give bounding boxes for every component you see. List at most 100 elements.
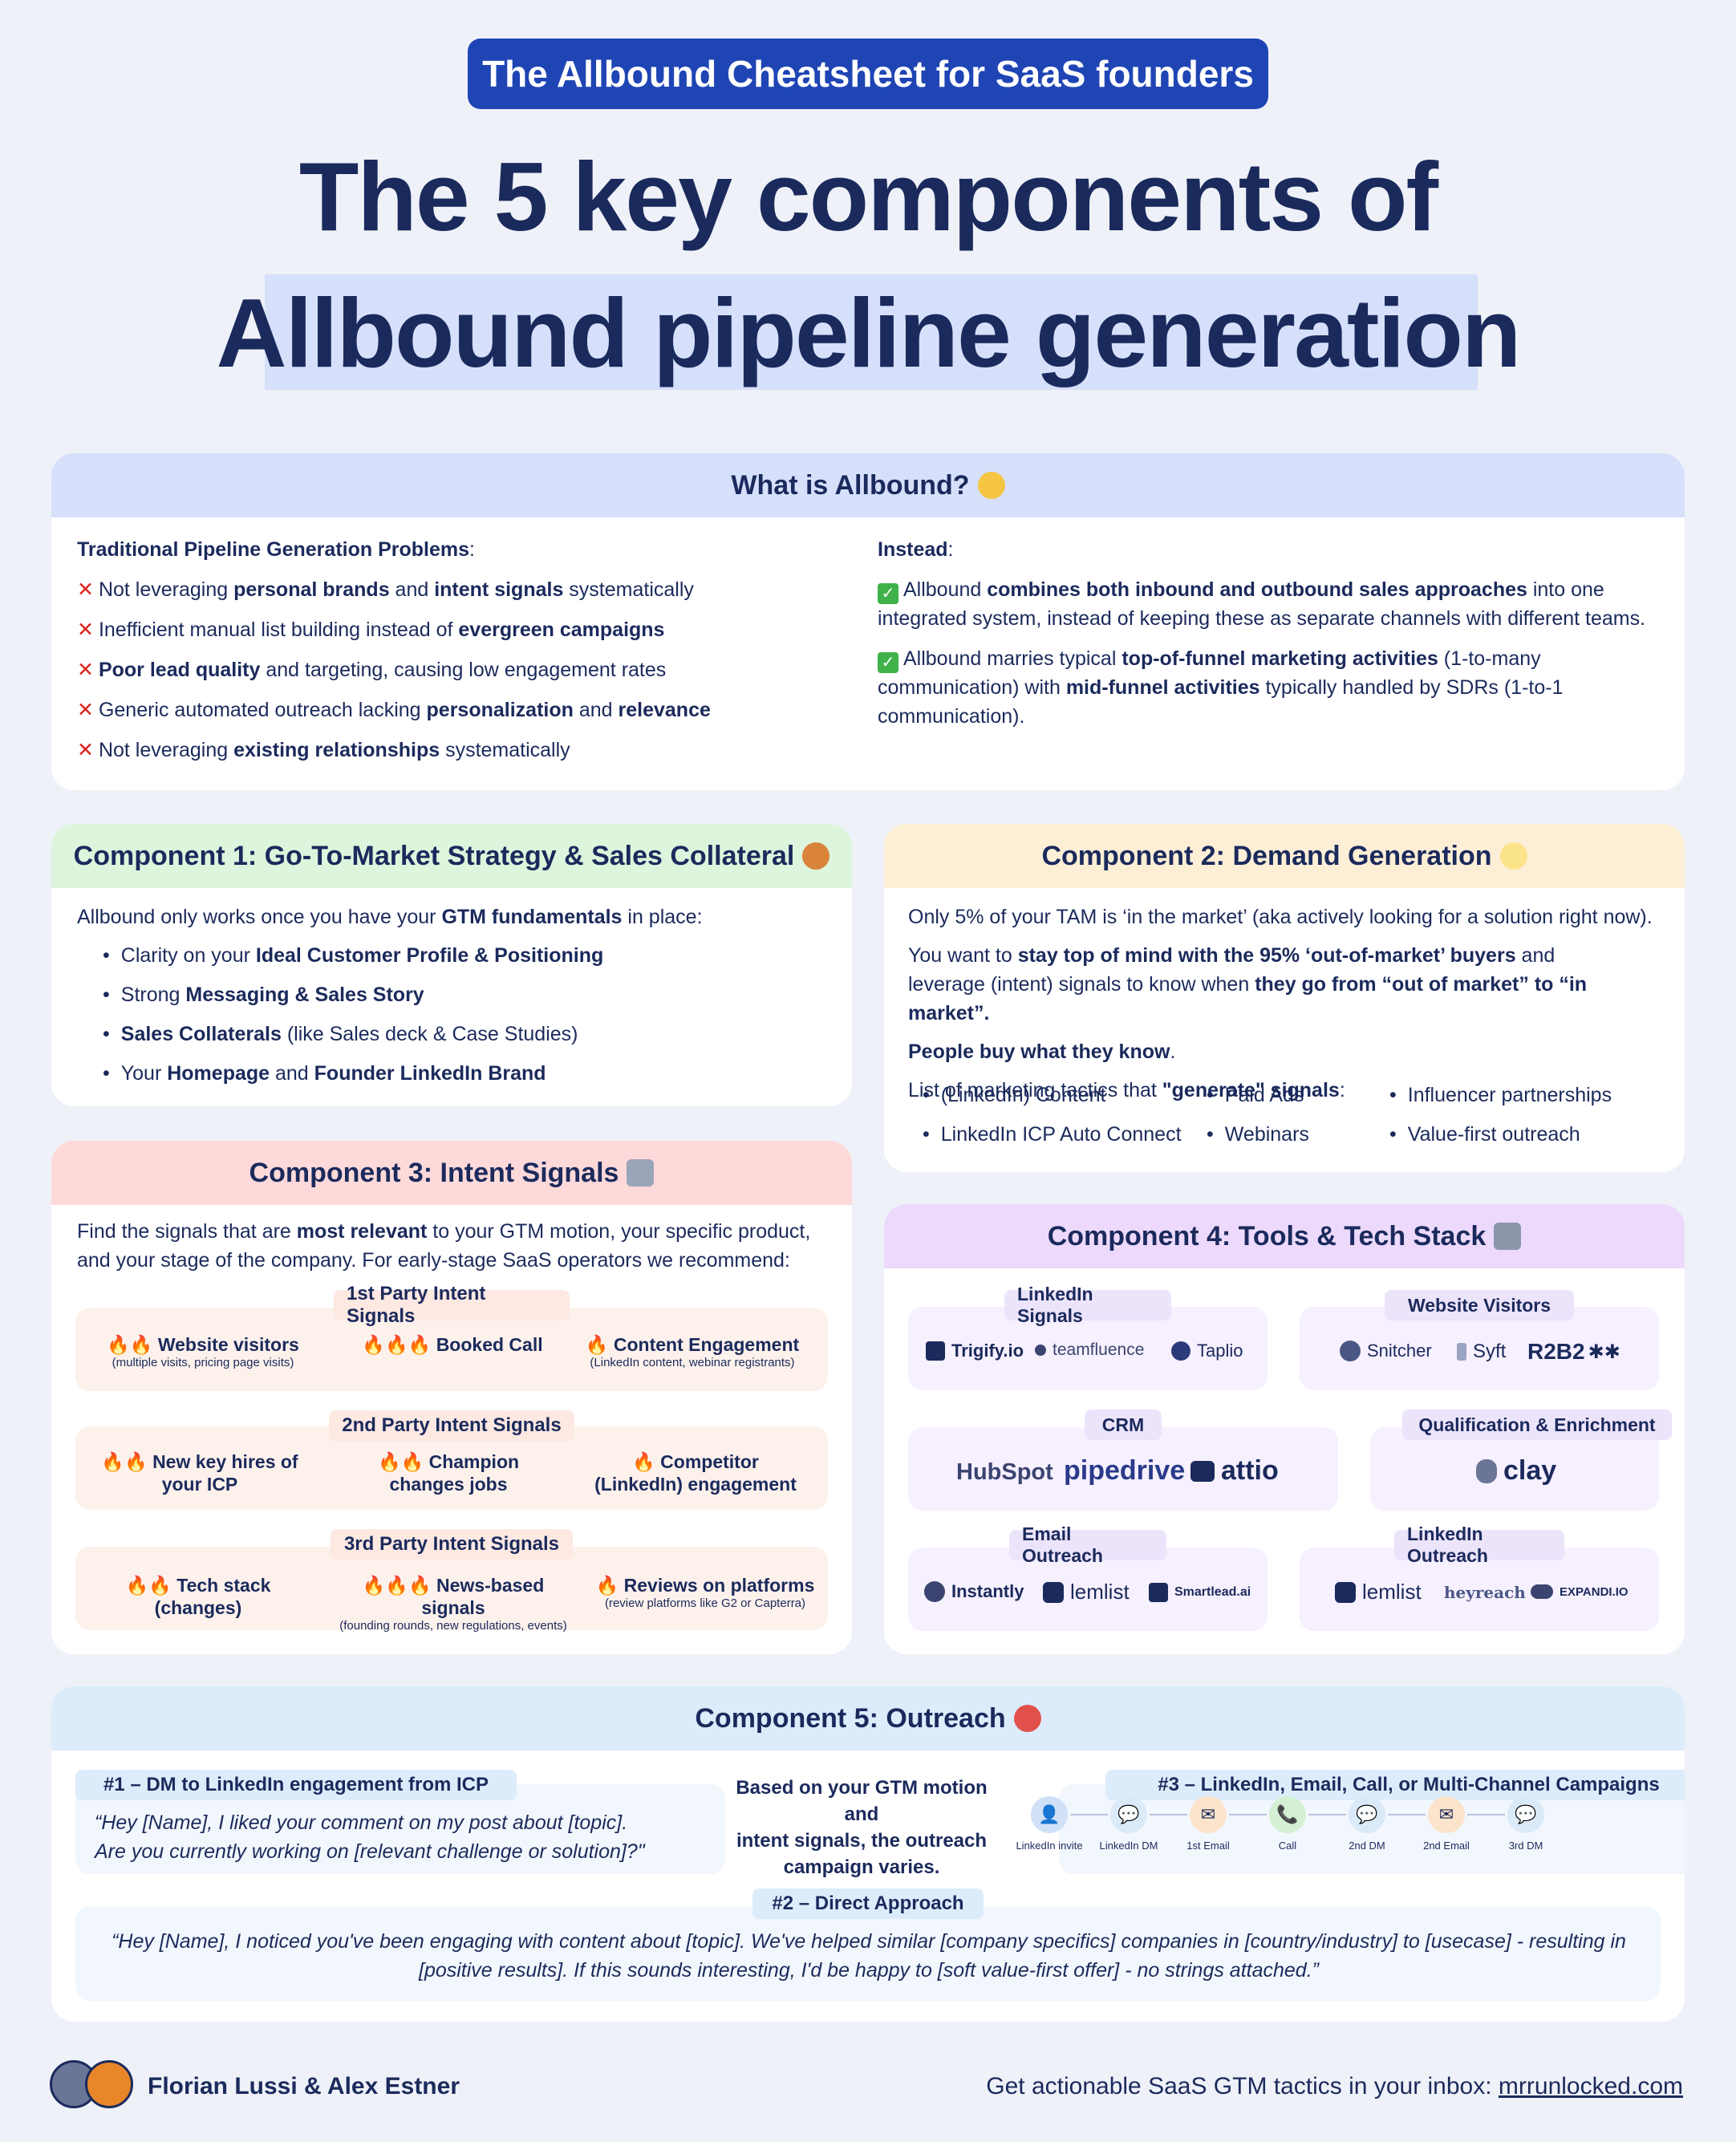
flow-step-label: Call (1278, 1840, 1297, 1852)
flow-step-label: LinkedIn invite (1016, 1840, 1083, 1852)
crm-box (908, 1427, 1338, 1511)
flow-step-icon: ✉ (1428, 1796, 1465, 1833)
tactic-item: Influencer partnerships (1389, 1081, 1612, 1110)
authors: Florian Lussi & Alex Estner (148, 2073, 460, 2099)
cross-icon: ✕ (77, 619, 94, 641)
instead-point-2: ✓Allbound marries typical top-of-funnel … (878, 647, 1564, 728)
third-party-box (75, 1547, 828, 1630)
direct-label: #2 – Direct Approach (752, 1888, 984, 1919)
flow-step-icon: 📞 (1269, 1796, 1306, 1833)
palette-icon (802, 842, 830, 870)
smartlead-logo: Smartlead.ai (1149, 1583, 1251, 1602)
problems-column: Traditional Pipeline Generation Problems… (77, 535, 847, 776)
satellite-dish-icon (627, 1159, 655, 1187)
tactic-item: LinkedIn ICP Auto Connect (923, 1120, 1182, 1149)
flow-arrow (1308, 1814, 1346, 1815)
check-icon: ✓ (878, 583, 898, 604)
tactic-item: Value-first outreach (1389, 1120, 1580, 1149)
component-1-intro: Allbound only works once you have your G… (77, 906, 703, 928)
check-icon: ✓ (878, 652, 898, 673)
what-card-header: What is Allbound? (51, 453, 1685, 517)
signal-tech-stack: 🔥🔥 Tech stack (changes) (125, 1575, 271, 1618)
crm-label: CRM (1085, 1410, 1162, 1440)
tools-icon (1494, 1223, 1522, 1250)
signal-competitor-engagement: 🔥 Competitor (LinkedIn) engagement (594, 1451, 797, 1495)
footer-cta: Get actionable SaaS GTM tactics in your … (986, 2073, 1683, 2099)
flow-arrow (1467, 1814, 1505, 1815)
component-3-card: Component 3: Intent Signals Find the sig… (51, 1141, 852, 1654)
linkedin-signals-box (908, 1307, 1268, 1390)
first-party-box (75, 1308, 828, 1391)
flow-step-label: 1st Email (1186, 1840, 1230, 1852)
flow-step-icon: 💬 (1349, 1796, 1385, 1833)
dm-label: #1 – DM to LinkedIn engagement from ICP (75, 1770, 517, 1800)
cross-icon: ✕ (77, 699, 94, 721)
component-1-title: Component 1: Go-To-Market Strategy & Sal… (73, 840, 795, 871)
flow-step-label: 2nd Email (1423, 1840, 1470, 1852)
flow-arrow (1388, 1814, 1426, 1815)
title-highlight (265, 274, 1478, 390)
problems-heading: Traditional Pipeline Generation Problems… (77, 538, 475, 561)
signals-text: leverage (intent) signals to know when t… (908, 973, 1588, 1024)
component-5-header: Component 5: Outreach (51, 1686, 1685, 1751)
flow-step-icon: ✉ (1190, 1796, 1227, 1833)
cross-icon: ✕ (77, 578, 94, 601)
problem-item: ✕Generic automated outreach lacking pers… (77, 699, 711, 721)
third-party-label: 3rd Party Intent Signals (331, 1529, 573, 1560)
problem-item: ✕Not leveraging personal brands and inte… (77, 578, 694, 601)
tactic-item: Webinars (1207, 1120, 1309, 1149)
what-is-allbound-card: What is Allbound? Traditional Pipeline G… (51, 453, 1685, 790)
attio-logo: attio (1190, 1455, 1279, 1487)
component-4-card: Component 4: Tools & Tech Stack LinkedIn… (884, 1204, 1685, 1654)
syft-logo: Syft (1457, 1341, 1506, 1363)
signal-new-key-hires: 🔥🔥 New key hires of your ICP (101, 1451, 298, 1495)
component-5-card: Component 5: Outreach #1 – DM to LinkedI… (51, 1686, 1685, 2022)
what-card-title: What is Allbound? (731, 469, 970, 501)
component-5-title: Component 5: Outreach (695, 1702, 1006, 1734)
component-3-header: Component 3: Intent Signals (51, 1141, 852, 1205)
first-party-label: 1st Party Intent Signals (334, 1283, 570, 1327)
gtm-item: Clarity on your Ideal Customer Profile &… (103, 941, 831, 970)
problem-item: ✕Poor lead quality and targeting, causin… (77, 659, 667, 681)
clay-logo: clay (1476, 1455, 1556, 1487)
direct-template: “Hey [Name], I noticed you've been engag… (112, 1930, 1626, 1982)
lemlist-logo: lemlist (1335, 1580, 1422, 1604)
component-2-card: Component 2: Demand Generation Only 5% o… (884, 824, 1685, 1172)
gtm-item: Your Homepage and Founder LinkedIn Brand (103, 1059, 831, 1088)
component-3-title: Component 3: Intent Signals (249, 1157, 619, 1188)
instantly-logo: Instantly (924, 1581, 1024, 1602)
tactic-item: (LinkedIn) Content (923, 1081, 1106, 1110)
gtm-item: Sales Collaterals (like Sales deck & Cas… (103, 1020, 831, 1049)
flow-step-icon: 👤 (1031, 1796, 1068, 1833)
tam-text: Only 5% of your TAM is ‘in the market’ (… (908, 906, 1653, 928)
flow-arrow (1150, 1814, 1187, 1815)
component-4-title: Component 4: Tools & Tech Stack (1047, 1220, 1487, 1252)
signal-booked-call: 🔥🔥🔥 Booked Call (362, 1334, 543, 1355)
expandi-logo: EXPANDI.IO (1531, 1584, 1629, 1599)
second-party-label: 2nd Party Intent Signals (329, 1410, 574, 1441)
thinking-face-icon (977, 472, 1005, 499)
enrichment-box (1370, 1427, 1659, 1511)
target-icon (1013, 1705, 1041, 1732)
pipedrive-logo: pipedrive (1064, 1455, 1186, 1486)
flow-arrow (1070, 1814, 1108, 1815)
problem-item: ✕Inefficient manual list building instea… (77, 619, 665, 641)
newsletter-link[interactable]: mrrunlocked.com (1498, 2073, 1683, 2099)
page-title-line1: The 5 key components of (298, 142, 1438, 251)
flow-step-label: 3rd DM (1508, 1840, 1543, 1852)
signal-website-visitors: 🔥🔥 Website visitors(multiple visits, pri… (107, 1334, 299, 1369)
multi-channel-label: #3 – LinkedIn, Email, Call, or Multi-Cha… (1105, 1770, 1685, 1800)
cheatsheet-pill: The Allbound Cheatsheet for SaaS founder… (468, 39, 1268, 109)
flow-step-icon: 💬 (1110, 1796, 1147, 1833)
tactic-item: Paid Ads (1207, 1081, 1304, 1110)
linkedin-signals-label: LinkedIn Signals (1004, 1284, 1171, 1326)
instead-point-1: ✓Allbound combines both inbound and outb… (878, 578, 1646, 630)
top-of-mind-text: You want to stay top of mind with the 95… (908, 944, 1556, 967)
component-2-header: Component 2: Demand Generation (884, 824, 1685, 888)
lemlist-logo: lemlist (1043, 1580, 1130, 1604)
signal-news-based: 🔥🔥🔥 News-based signals(founding rounds, … (339, 1575, 567, 1633)
hubspot-logo: HubSpot (956, 1459, 1053, 1485)
signal-champion-changes: 🔥🔥 Champion changes jobs (377, 1451, 520, 1495)
teamfluence-logo: teamfluence (1035, 1341, 1144, 1360)
